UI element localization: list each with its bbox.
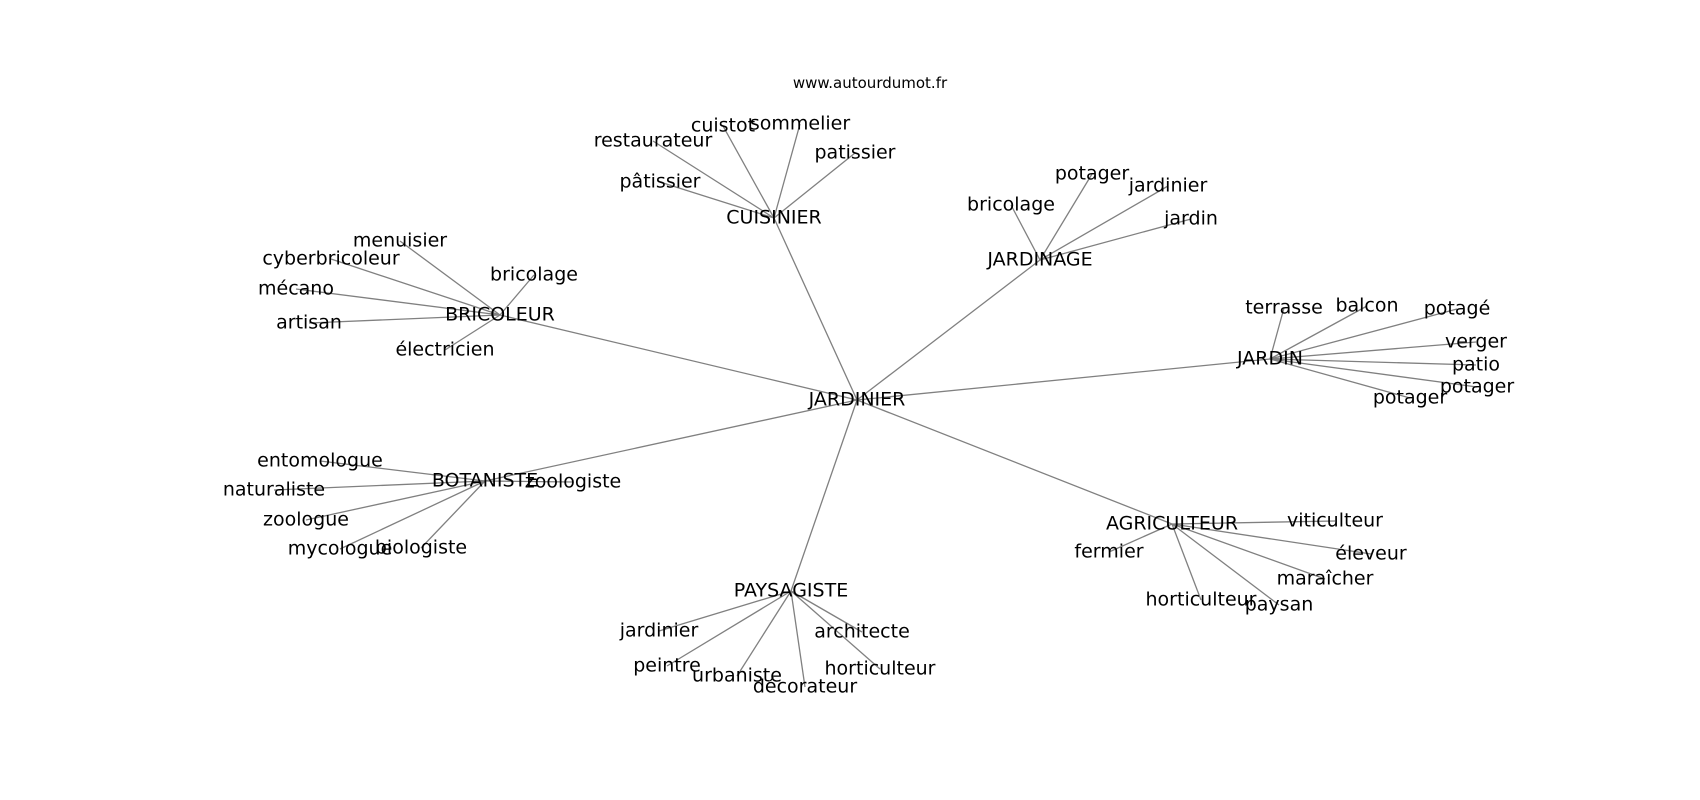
edge-bricoleur-cyberbricoleur (330, 258, 501, 316)
edge-center-jardinage (856, 259, 1041, 401)
edge-bricoleur-artisan (308, 314, 501, 324)
node-leaf-zoologiste: zoologiste (525, 471, 622, 493)
node-leaf-balcon: balcon (1335, 295, 1398, 317)
edge-botaniste-naturaliste (273, 480, 486, 491)
edge-center-jardin (856, 358, 1271, 401)
node-leaf-entomologue: entomologue (257, 450, 383, 472)
graph-labels: JARDINIER CUISINIER restaurateurcuistotsom… (223, 113, 1514, 698)
node-leaf-naturaliste: naturaliste (223, 479, 325, 501)
edge-bricoleur-menuisier (399, 240, 501, 316)
node-leaf-potager: potager (1373, 387, 1448, 409)
edge-jardin-balcon (1269, 305, 1368, 360)
edge-paysagiste-peintre (666, 590, 792, 667)
node-hub-bricoleur: BRICOLEUR (445, 304, 555, 326)
node-leaf-cuistot: cuistot (691, 115, 755, 137)
edge-jardin-potager (1269, 358, 1411, 399)
edge-jardin-terrasse (1269, 307, 1285, 360)
edge-cuisinier-sommelier (773, 123, 801, 219)
edge-agriculteur-fermier (1108, 523, 1173, 553)
edge-paysagiste-horticulteur (790, 590, 881, 670)
node-leaf-horticulteur: horticulteur (1146, 589, 1257, 611)
node-leaf-terrasse: terrasse (1245, 297, 1323, 319)
node-hub-botaniste: BOTANISTE (432, 470, 538, 492)
node-leaf-urbaniste: urbaniste (692, 665, 782, 687)
edge-jardinage-jardin (1039, 218, 1192, 261)
node-leaf-jardin: jardin (1163, 208, 1218, 230)
node-leaf-potager: potager (1440, 376, 1515, 398)
edge-botaniste-entomologue (319, 460, 486, 482)
edge-agriculteur-paysan (1171, 523, 1280, 606)
node-leaf-mycologue: mycologue (288, 538, 393, 560)
edge-paysagiste-architecte (790, 590, 863, 633)
edge-jardinage-potager (1039, 173, 1093, 261)
node-leaf-fermier: fermier (1074, 541, 1143, 563)
edge-jardin-patio (1269, 358, 1477, 366)
node-leaf-potage: potagé (1424, 298, 1491, 320)
node-leaf-jardinier: jardinier (619, 620, 699, 642)
edge-cuisinier-patissier (773, 152, 856, 219)
edge-center-bricoleur (499, 314, 858, 401)
edge-center-cuisinier (773, 217, 858, 401)
node-hub-cuisinier: CUISINIER (726, 207, 821, 229)
node-leaf-peintre: peintre (633, 655, 701, 677)
edge-center-agriculteur (856, 399, 1173, 525)
edge-paysagiste-urbaniste (736, 590, 792, 677)
source-url: www.autourdumot.fr (793, 74, 948, 92)
graph-edges (273, 123, 1478, 688)
node-leaf-bricolage: bricolage (967, 194, 1055, 216)
node-leaf-architecte: architecte (814, 621, 910, 643)
node-leaf-patissier: pâtissier (619, 171, 700, 193)
edge-jardin-verger (1269, 341, 1477, 360)
node-leaf-menuisier: menuisier (353, 230, 447, 252)
node-leaf-restaurateur: restaurateur (594, 130, 713, 152)
edge-paysagiste-decorateur (790, 590, 806, 688)
node-leaf-patissier: patissier (814, 142, 895, 164)
node-center-jardinier: JARDINIER (808, 389, 906, 411)
edge-cuisinier-cuistot (722, 125, 775, 219)
edge-cuisinier-restaurateur (652, 140, 775, 219)
node-leaf-horticulteur: horticulteur (825, 658, 936, 680)
node-hub-jardinage: JARDINAGE (986, 249, 1092, 271)
node-hub-agriculteur: AGRICULTEUR (1106, 513, 1238, 535)
node-leaf-eleveur: éleveur (1335, 543, 1407, 565)
node-hub-jardin: JARDIN (1236, 348, 1303, 370)
node-leaf-maraicher: maraîcher (1277, 568, 1374, 590)
edge-botaniste-zoologue (305, 480, 486, 521)
edge-agriculteur-maraicher (1171, 523, 1326, 580)
edge-paysagiste-jardinier (658, 590, 792, 632)
node-leaf-cyberbricoleur: cyberbricoleur (262, 248, 399, 270)
node-leaf-biologiste: biologiste (375, 537, 467, 559)
edge-bricoleur-bricolage (499, 274, 535, 316)
edge-jardinage-jardinier (1039, 185, 1169, 261)
node-leaf-zoologue: zoologue (263, 509, 349, 531)
edge-center-paysagiste (790, 399, 858, 592)
edge-agriculteur-eleveur (1171, 523, 1372, 555)
node-leaf-electricien: électricien (395, 339, 494, 361)
edge-botaniste-mycologue (339, 480, 486, 550)
edge-jardinage-bricolage (1010, 204, 1041, 261)
node-leaf-jardinier: jardinier (1128, 175, 1208, 197)
edge-agriculteur-viticulteur (1171, 520, 1336, 525)
node-leaf-paysan: paysan (1245, 594, 1314, 616)
node-hub-paysagiste: PAYSAGISTE (734, 580, 848, 602)
node-leaf-sommelier: sommelier (750, 113, 850, 135)
edge-center-botaniste (484, 399, 858, 482)
node-leaf-verger: verger (1445, 331, 1507, 353)
node-leaf-bricolage: bricolage (490, 264, 578, 286)
edge-jardin-potager (1269, 358, 1478, 388)
edge-bricoleur-mecano (295, 288, 501, 316)
edge-jardin-potage (1269, 308, 1458, 360)
node-leaf-decorateur: décorateur (753, 676, 857, 698)
edge-agriculteur-horticulteur (1171, 523, 1202, 601)
edge-bricoleur-electricien (444, 314, 501, 351)
node-leaf-viticulteur: viticulteur (1287, 510, 1383, 532)
node-leaf-potager: potager (1055, 163, 1130, 185)
edge-botaniste-biologiste (420, 480, 486, 549)
node-leaf-artisan: artisan (276, 312, 342, 334)
edge-cuisinier-patissier (659, 181, 775, 219)
node-leaf-mecano: mécano (258, 278, 334, 300)
node-leaf-patio: patio (1452, 354, 1500, 376)
edge-botaniste-zoologiste (484, 480, 574, 483)
